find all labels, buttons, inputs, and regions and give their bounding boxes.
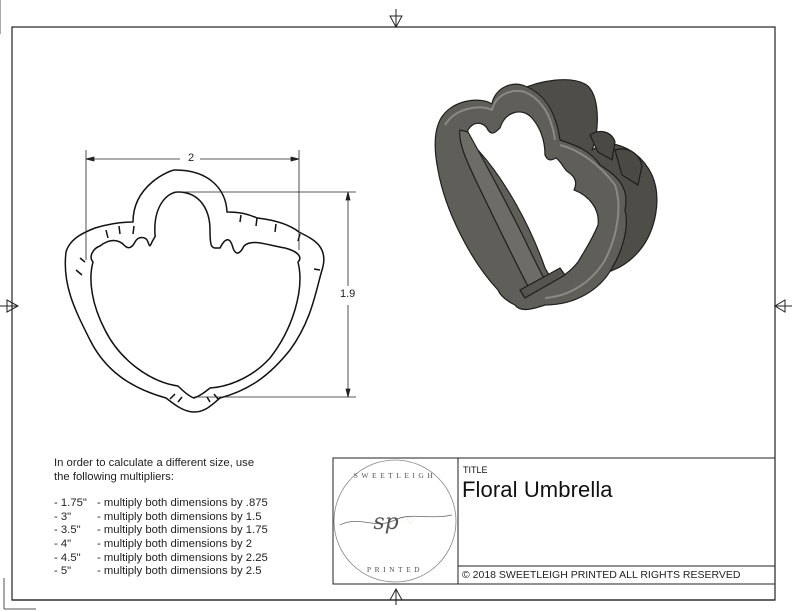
multiplier-row: - 4"- multiply both dimensions by 2 — [54, 537, 253, 550]
multiplier-row: - 3"- multiply both dimensions by 1.5 — [54, 510, 262, 523]
svg-text:♡: ♡ — [406, 516, 415, 527]
copyright-notice: © 2018 SWEETLEIGH PRINTED ALL RIGHTS RES… — [462, 569, 741, 581]
dimension-height — [174, 191, 356, 398]
dimension-width-label: 2 — [186, 152, 197, 164]
svg-text:PRINTED: PRINTED — [367, 565, 423, 574]
cutter-3d-render — [434, 79, 658, 311]
notes-intro-line1: In order to calculate a different size, … — [54, 457, 255, 469]
multiplier-row: - 3.5"- multiply both dimensions by 1.75 — [54, 524, 268, 537]
multiplier-row: - 4.5"- multiply both dimensions by 2.25 — [54, 551, 268, 564]
dimension-width — [85, 150, 300, 260]
svg-text:SWEETLEIGH: SWEETLEIGH — [354, 471, 437, 480]
dimension-height-label: 1.9 — [338, 288, 358, 300]
title-label: TITLE — [463, 465, 488, 475]
cutter-outline-2d — [64, 169, 325, 413]
drawing-title: Floral Umbrella — [462, 477, 613, 502]
brand-logo: SWEETLEIGH sp ♡ PRINTED — [333, 459, 457, 583]
center-mark-bottom-icon — [389, 587, 403, 605]
center-mark-left-icon — [0, 299, 20, 313]
center-mark-right-icon — [774, 299, 792, 313]
multiplier-row: - 1.75"- multiply both dimensions by .87… — [54, 497, 268, 510]
notes-intro-line2: the following multipliers: — [54, 470, 174, 483]
title-block — [332, 457, 776, 585]
outer-frame — [0, 0, 36, 610]
size-multiplier-notes: In order to calculate a different size, … — [54, 457, 268, 579]
center-mark-top-icon — [389, 9, 403, 29]
multiplier-row: - 5"- multiply both dimensions by 2.5 — [54, 565, 262, 578]
svg-text:sp: sp — [373, 510, 398, 535]
